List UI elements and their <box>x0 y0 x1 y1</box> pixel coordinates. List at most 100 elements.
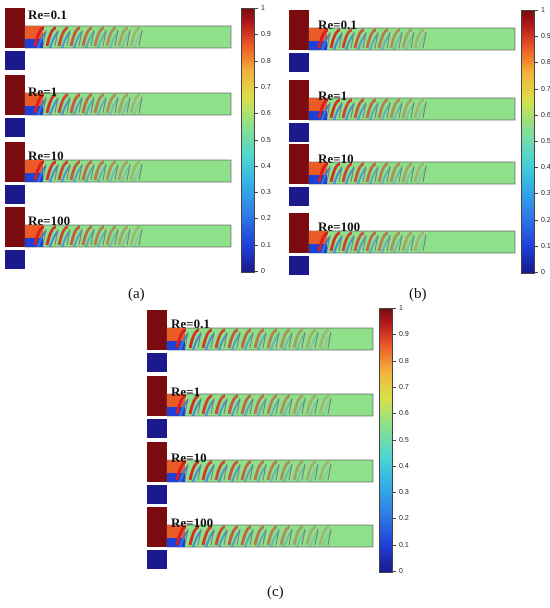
swirl-high <box>377 98 389 119</box>
baffle <box>288 331 293 349</box>
colorbar-tick-label: 0.8 <box>261 57 271 65</box>
colorbar-tick-mark <box>393 544 396 546</box>
baffle <box>236 528 241 546</box>
swirl-high <box>105 225 117 246</box>
swirl-high <box>227 394 239 415</box>
baffle <box>314 463 319 481</box>
colorbar-tick-label: 0 <box>261 268 265 275</box>
baffle <box>126 29 131 47</box>
mixing-front-low <box>25 106 43 115</box>
baffle <box>114 163 119 181</box>
baffle <box>410 31 415 49</box>
baffle <box>262 397 267 415</box>
baffle <box>275 528 280 546</box>
swirl-high <box>227 525 239 546</box>
baffle <box>90 163 95 181</box>
swirl-high <box>117 225 129 246</box>
re-label: Re=100 <box>28 213 71 228</box>
baffle <box>102 29 107 47</box>
swirl-high <box>253 394 265 415</box>
colorbar-tick-mark <box>535 272 538 273</box>
swirl-high <box>413 28 425 49</box>
inlet-b-low <box>5 118 25 137</box>
swirl-high <box>365 231 377 252</box>
simulation-re-100 <box>289 213 519 275</box>
simulation-re-10 <box>147 442 377 504</box>
colorbar-tick-label: 0.3 <box>261 189 271 197</box>
simulation-re-100 <box>5 207 235 269</box>
swirl-high <box>33 93 45 114</box>
mixing-front-low <box>309 111 327 120</box>
mixing-front-low <box>309 175 327 184</box>
swirl-high <box>389 28 401 49</box>
colorbar-tick-mark <box>393 492 396 494</box>
baffle <box>327 331 332 349</box>
swirl-high <box>341 98 353 119</box>
colorbar-tick-label: 0.7 <box>399 383 409 391</box>
swirl-high <box>93 160 105 181</box>
baffle <box>338 165 343 183</box>
colorbar-tick-mark <box>393 308 396 309</box>
simulation-re-10 <box>5 142 235 204</box>
simulation-re-1 <box>147 376 377 438</box>
concentration-field <box>147 507 374 569</box>
baffle <box>262 331 267 349</box>
swirl-high <box>401 162 413 183</box>
mixing-front-low <box>25 238 43 247</box>
baffle <box>398 234 403 252</box>
colorbar-tick-label: 0.4 <box>261 162 271 170</box>
simulation-re-0.1 <box>5 8 235 70</box>
swirl-high <box>175 394 187 415</box>
baffle <box>223 331 228 349</box>
inlet-a-high <box>289 10 309 50</box>
baffle <box>275 331 280 349</box>
swirl-high <box>253 460 265 481</box>
swirl-high <box>305 525 317 546</box>
swirl-high <box>227 328 239 349</box>
baffle <box>210 397 215 415</box>
colorbar-tick-mark <box>535 167 538 169</box>
baffle <box>54 163 59 181</box>
colorbar-tick-mark <box>393 334 396 336</box>
swirl-high <box>266 460 278 481</box>
baffle <box>114 228 119 246</box>
baffle <box>275 397 280 415</box>
mixing-front-low <box>167 341 185 350</box>
colorbar-tick-mark <box>393 518 396 520</box>
colorbar-tick-label: 0.8 <box>541 59 550 67</box>
colorbar-tick-mark <box>255 244 258 246</box>
baffle <box>184 397 189 415</box>
swirl-high <box>413 231 425 252</box>
swirl-high <box>401 98 413 119</box>
colorbar-tick-label: 0.9 <box>399 331 409 339</box>
swirl-high <box>279 525 291 546</box>
swirl-high <box>266 328 278 349</box>
swirl-high <box>365 28 377 49</box>
concentration-field <box>5 207 232 269</box>
colorbar-tick-mark <box>255 139 258 141</box>
colorbar-tick-label: 1 <box>261 5 265 12</box>
swirl-high <box>129 225 141 246</box>
colorbar-tick-label: 0.6 <box>261 110 271 118</box>
baffle <box>362 165 367 183</box>
colorbar-tick-mark <box>393 386 396 388</box>
baffle <box>54 96 59 114</box>
baffle <box>301 528 306 546</box>
baffle <box>197 331 202 349</box>
inlet-b-low <box>5 250 25 269</box>
colorbar-tick-mark <box>255 34 258 36</box>
baffle <box>362 101 367 119</box>
swirl-high <box>377 28 389 49</box>
baffle <box>374 165 379 183</box>
swirl-high <box>365 98 377 119</box>
swirl-high <box>292 394 304 415</box>
baffle <box>210 331 215 349</box>
swirl-high <box>353 28 365 49</box>
mixing-front-low <box>167 407 185 416</box>
swirl-high <box>81 93 93 114</box>
inlet-b-low <box>147 550 167 569</box>
swirl-high <box>279 328 291 349</box>
swirl-high <box>214 394 226 415</box>
colorbar-tick-mark <box>255 165 258 167</box>
